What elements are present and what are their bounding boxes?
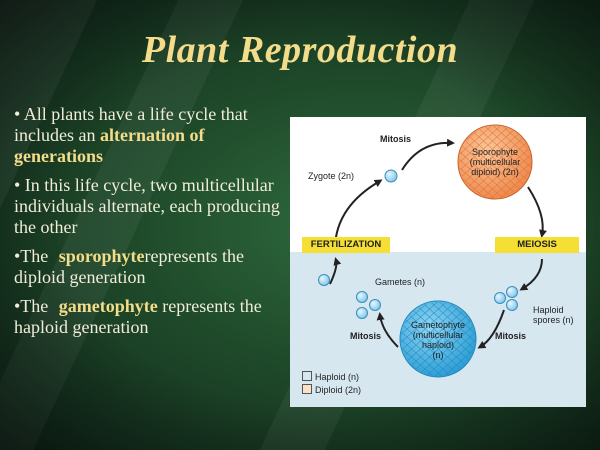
legend-item-haploid: Haploid (n) [302,371,361,384]
bullet-emphasis: gametophyte [58,296,158,316]
spore-cells [494,286,518,311]
meiosis-banner: MEIOSIS [495,237,579,253]
legend-swatch [302,371,312,381]
mitosis-label-top: Mitosis [380,134,412,144]
zygote-cell [384,169,398,183]
legend-swatch [302,384,312,394]
bullet-two-individuals: • In this life cycle, two multicellular … [14,175,282,238]
gametophyte-label: Gametophyte (multicellular haploid) (n) [410,320,466,360]
slide-title: Plant Reproduction [141,29,459,71]
bullet-alternation: • All plants have a life cycle that incl… [14,104,282,167]
fertilization-banner: FERTILIZATION [302,237,390,253]
arrow-meiosis-to-spores [519,258,543,291]
life-cycle-diagram: Mitosis Zygote (2n) Sporophyte (multicel… [290,117,586,407]
sporophyte-cell [457,124,533,200]
bullet-gametophyte: •The gametophyte represents the haploid … [14,296,282,338]
bullet-text: • In this life cycle, two multicellular … [14,175,280,237]
mitosis-label-left: Mitosis [350,331,382,341]
bullet-text: represents the haploid generation [14,296,262,337]
bullet-emphasis: sporophyte [58,246,145,266]
arrow-gametophyte-to-gametes [376,312,399,348]
cycle-arrows [329,138,547,349]
bullet-text: •The [14,296,53,316]
bullet-list: • All plants have a life cycle that incl… [14,104,282,346]
gametes-label: Gametes (n) [375,277,426,287]
sporophyte-label: Sporophyte (multicellular diploid) (2n) [469,147,521,177]
legend: Haploid (n) Diploid (2n) [302,371,361,397]
gamete-cells [318,274,381,319]
diagram-artwork [290,117,586,407]
arrow-zygote-to-sporophyte [401,138,455,171]
bullet-text: •The [14,246,53,266]
arrow-gametes-to-fertilization [329,257,342,285]
mitosis-label-right: Mitosis [495,331,527,341]
bullet-text: • All plants have a life cycle that incl… [14,104,248,145]
arrow-spores-to-gametophyte [477,309,505,349]
arrow-sporophyte-to-meiosis [527,186,547,238]
legend-item-diploid: Diploid (2n) [302,384,361,397]
zygote-label: Zygote (2n) [308,171,355,181]
diploid-region [290,117,586,252]
bullet-emphasis: alternation of generations [14,125,205,166]
bullet-text: represents the diploid generation [14,246,244,287]
haploid-spores-label: Haploid spores (n) [533,305,574,325]
gametophyte-cell [399,300,477,378]
arrow-fertilization-to-zygote [335,179,383,238]
bullet-sporophyte: •The sporophyterepresents the diploid ge… [14,246,282,288]
